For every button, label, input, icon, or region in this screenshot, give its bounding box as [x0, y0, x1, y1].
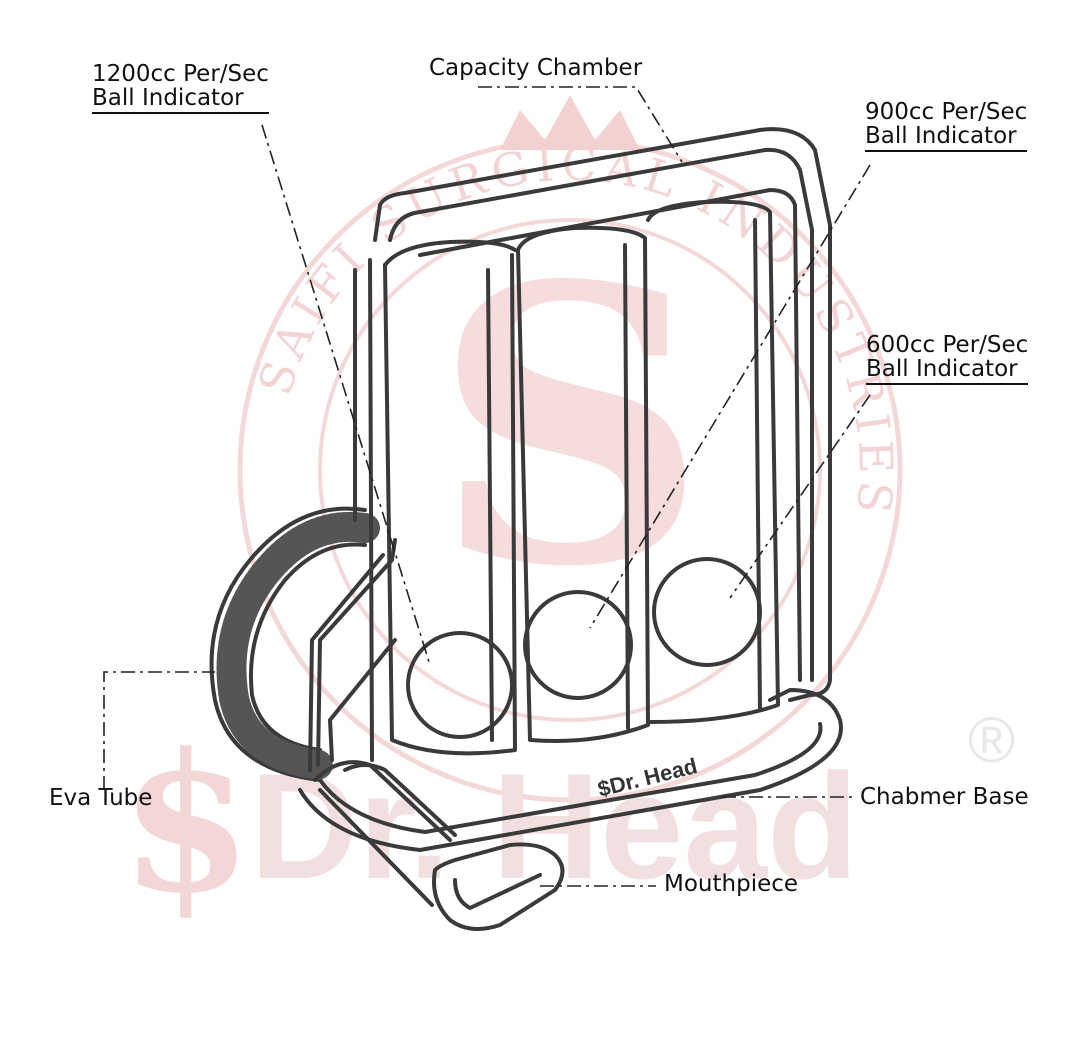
column-middle: [516, 225, 650, 743]
chamber-base-inner: [318, 722, 823, 834]
column-left: [383, 239, 517, 756]
label-1200cc: 1200cc Per/Sec Ball Indicator: [92, 61, 269, 115]
ball-1200: [406, 631, 514, 739]
eva-tube: [209, 506, 380, 782]
label-eva-tube: Eva Tube: [49, 786, 152, 810]
leader-eva: [103, 671, 215, 790]
registered-mark: ®: [968, 704, 1015, 776]
leader-capacity: [478, 86, 683, 163]
label-1200cc-line1: 1200cc Per/Sec: [92, 61, 269, 87]
capacity-chamber-inner: [388, 147, 814, 682]
label-600cc-line1: 600cc Per/Sec: [866, 332, 1029, 358]
leader-900: [589, 164, 871, 629]
leader-1200: [261, 124, 431, 666]
label-eva-tube-text: Eva Tube: [49, 785, 153, 811]
label-mouthpiece: Mouthpiece: [664, 872, 798, 896]
device: [209, 127, 843, 931]
watermark-dollar-icon: $: [120, 712, 252, 935]
label-capacity-chamber: Capacity Chamber: [429, 56, 642, 80]
label-900cc: 900cc Per/Sec Ball Indicator: [865, 99, 1028, 153]
label-capacity-text: Capacity Chamber: [429, 55, 643, 81]
label-600cc-line2: Ball Indicator: [866, 357, 1029, 386]
capacity-chamber: [373, 127, 832, 702]
label-900cc-line1: 900cc Per/Sec: [865, 99, 1028, 125]
seal-crown-icon: [500, 95, 640, 150]
leader-lines: [103, 86, 871, 887]
ball-600: [652, 557, 762, 667]
ball-900: [523, 590, 633, 700]
seal-inner-ring: [318, 218, 822, 722]
label-chamber-base: Chabmer Base: [860, 785, 1029, 809]
chamber-base: [298, 688, 843, 852]
label-chamber-base-text: Chabmer Base: [860, 784, 1029, 810]
mouthpiece: [313, 760, 565, 931]
label-600cc: 600cc Per/Sec Ball Indicator: [866, 332, 1029, 386]
label-1200cc-line2: Ball Indicator: [92, 86, 269, 115]
label-900cc-line2: Ball Indicator: [865, 124, 1028, 153]
label-mouthpiece-text: Mouthpiece: [664, 871, 799, 897]
seal-monogram: S: [433, 203, 707, 650]
